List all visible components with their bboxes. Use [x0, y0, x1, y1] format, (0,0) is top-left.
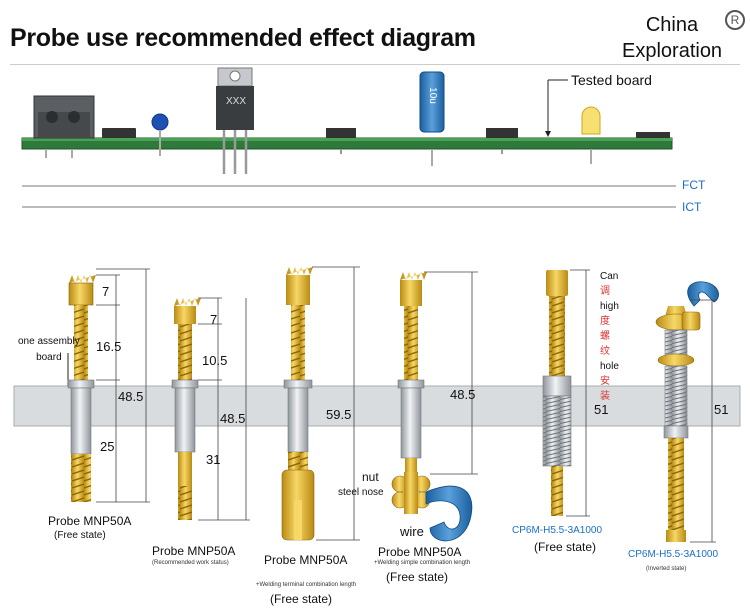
p1-dim-4: 25 [100, 439, 115, 454]
probe-2 [171, 298, 201, 520]
title-divider [10, 64, 740, 65]
probe-1 [67, 275, 96, 502]
p6-note: (Inverted state) [646, 566, 687, 572]
p3-dim-1: 59.5 [326, 407, 352, 422]
led-component [581, 106, 601, 164]
p2-dim-1: 7 [210, 312, 218, 327]
p4-note: +Welding simple combination length [374, 560, 471, 566]
registered-mark: R [725, 10, 745, 30]
p5-side-4: 螺 [600, 331, 610, 342]
p1-dim-2: 16.5 [96, 339, 122, 354]
smd-chip-3 [486, 128, 518, 138]
ict-label: ICT [682, 200, 702, 214]
brand-logo: China Exploration [622, 12, 722, 64]
p4-dim-1: 48.5 [450, 387, 476, 402]
to220-transistor [216, 67, 254, 174]
p3-name: Probe MNP50A [264, 553, 348, 567]
p4-state: (Free state) [386, 570, 449, 584]
p6-dim-1: 51 [714, 402, 729, 417]
capacitor-mark: 10u [426, 87, 438, 104]
page-title: Probe use recommended effect diagram [10, 24, 476, 52]
probe-5 [542, 270, 572, 516]
transistor-mark: XXX [226, 96, 247, 107]
p1-dim-1: 7 [102, 284, 110, 299]
p2-note: (Recommended work status) [152, 560, 229, 566]
p5-side-5: 纹 [600, 346, 610, 357]
p5-name: CP6M-H5.5-3A1000 [512, 525, 603, 536]
probe-4 [391, 272, 473, 542]
p5-dim-1: 51 [594, 402, 609, 417]
tested-board-label: Tested board [571, 72, 652, 88]
nut-cluster [391, 472, 431, 514]
fct-label: FCT [682, 178, 706, 192]
p4-wire: wire [400, 524, 424, 539]
p5-side-text: Can 调 high 度 螺 纹 hole 安 装 [600, 269, 620, 404]
probe-3 [281, 267, 315, 541]
p2-dim-3: 48.5 [220, 411, 246, 426]
p1-name: Probe MNP50A [48, 514, 132, 528]
dimension-lines [96, 266, 716, 543]
p2-name: Probe MNP50A [152, 544, 236, 558]
trimmer-component [151, 113, 169, 156]
assembly-board [13, 385, 741, 427]
brand-line1: China [645, 14, 699, 36]
electrolytic-capacitor [419, 71, 445, 166]
connector-component [33, 95, 95, 158]
p6-name: CP6M-H5.5-3A1000 [628, 549, 719, 560]
p5-side-8: 装 [600, 391, 610, 402]
p5-side-2: high [600, 301, 619, 312]
p1-state: (Free state) [54, 530, 106, 541]
p5-side-0: Can [600, 271, 619, 282]
p3-note: +Welding terminal combination length [256, 582, 357, 588]
assembly-board-label: one assembly board [18, 334, 80, 366]
pcb-board [21, 137, 673, 150]
smd-chip-4 [636, 132, 670, 138]
smd-chip-1 [102, 128, 136, 138]
p5-state: (Free state) [534, 540, 597, 554]
p4-steel-nose: steel nose [338, 487, 384, 498]
p3-state: (Free state) [270, 592, 333, 606]
probe-6 [655, 281, 719, 542]
brand-line2: Exploration [622, 40, 723, 62]
smd-chip-2 [326, 128, 356, 138]
assembly-line2: board [36, 352, 62, 363]
p2-dim-2: 10.5 [202, 353, 228, 368]
assembly-line1: one assembly [18, 336, 80, 347]
p4-name: Probe MNP50A [378, 545, 462, 559]
p5-side-7: 安 [600, 376, 610, 387]
p5-side-3: 度 [600, 316, 610, 327]
p4-nut: nut [362, 470, 379, 484]
p5-side-1: 调 [600, 286, 610, 297]
p1-dim-3: 48.5 [118, 389, 144, 404]
p5-side-6: hole [600, 361, 619, 372]
p2-dim-4: 31 [206, 452, 221, 467]
wire-hook [425, 485, 473, 542]
